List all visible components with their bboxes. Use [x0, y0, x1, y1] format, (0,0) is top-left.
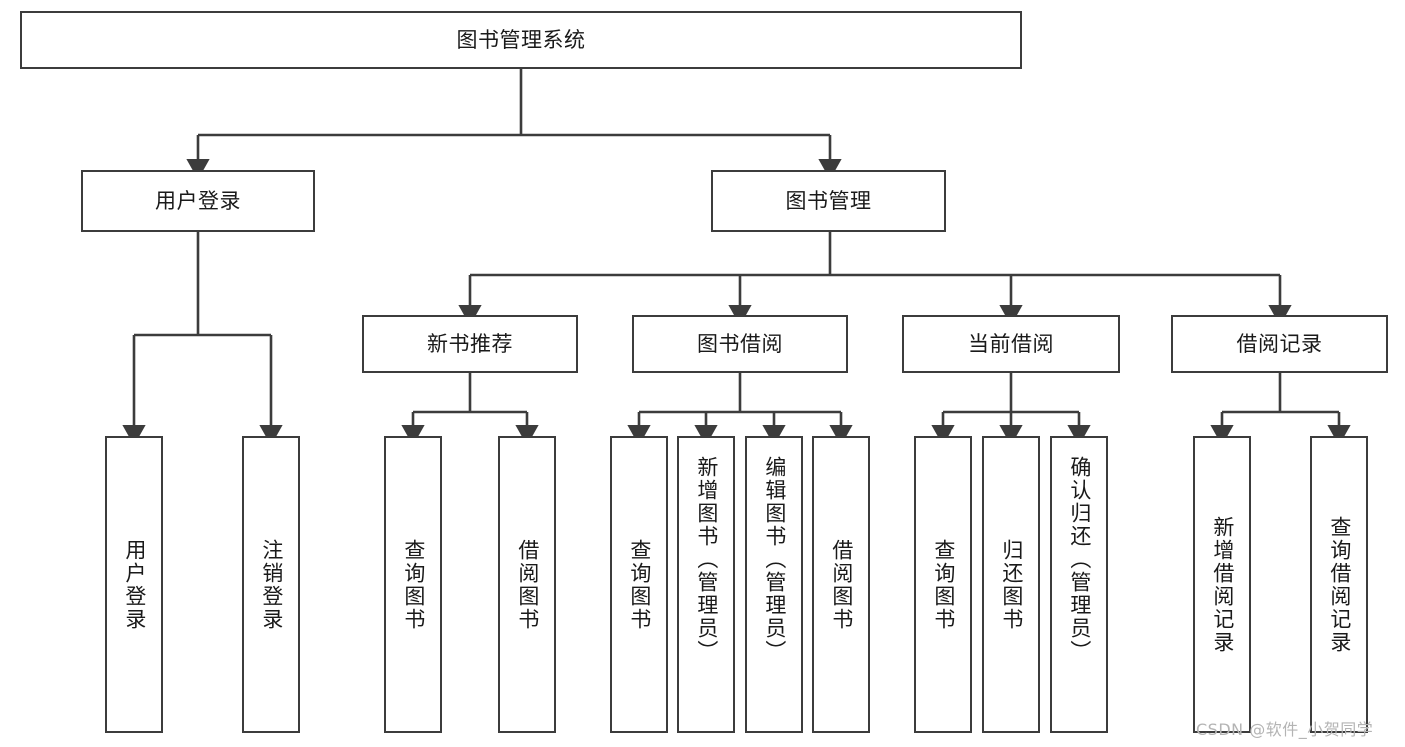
node-root-system[interactable]: 图书管理系统: [20, 11, 1022, 69]
node-label: 查询图书: [931, 538, 956, 631]
node-leaf-query-book-borrow[interactable]: 查询图书: [610, 436, 668, 733]
node-leaf-borrow-book[interactable]: 借阅图书: [812, 436, 870, 733]
node-label: 当前借阅: [968, 331, 1054, 356]
node-label: 归还图书: [999, 538, 1024, 631]
node-leaf-logout[interactable]: 注销登录: [242, 436, 300, 733]
watermark-text: CSDN @软件_小贺同学: [1196, 720, 1374, 739]
node-leaf-add-borrow-record[interactable]: 新增借阅记录: [1193, 436, 1251, 733]
node-label: 图书管理系统: [456, 27, 586, 52]
node-label: 图书管理: [785, 188, 872, 213]
node-label: 编辑图书（管理员）: [762, 456, 787, 663]
node-book-management[interactable]: 图书管理: [711, 170, 946, 232]
node-label: 用户登录: [122, 538, 147, 631]
node-label: 查询借阅记录: [1327, 515, 1352, 654]
node-label: 查询图书: [401, 538, 426, 631]
node-leaf-user-login[interactable]: 用户登录: [105, 436, 163, 733]
node-current-borrow[interactable]: 当前借阅: [902, 315, 1120, 373]
node-label: 新增借阅记录: [1210, 515, 1235, 654]
node-new-book-recommend[interactable]: 新书推荐: [362, 315, 578, 373]
node-leaf-query-book-current[interactable]: 查询图书: [914, 436, 972, 733]
node-leaf-confirm-return-admin[interactable]: 确认归还（管理员）: [1050, 436, 1108, 733]
node-leaf-edit-book-admin[interactable]: 编辑图书（管理员）: [745, 436, 803, 733]
node-label: 新书推荐: [427, 331, 513, 356]
node-leaf-query-book-recommend[interactable]: 查询图书: [384, 436, 442, 733]
node-label: 借阅记录: [1236, 331, 1323, 356]
node-label: 确认归还（管理员）: [1067, 456, 1092, 663]
node-label: 用户登录: [155, 188, 241, 213]
node-label: 借阅图书: [829, 538, 854, 631]
node-label: 注销登录: [259, 538, 284, 631]
node-book-borrow[interactable]: 图书借阅: [632, 315, 848, 373]
node-leaf-add-book-admin[interactable]: 新增图书（管理员）: [677, 436, 735, 733]
node-label: 图书借阅: [697, 331, 783, 356]
node-label: 借阅图书: [515, 538, 540, 631]
node-borrow-record[interactable]: 借阅记录: [1171, 315, 1388, 373]
node-label: 新增图书（管理员）: [694, 456, 719, 663]
node-leaf-query-borrow-record[interactable]: 查询借阅记录: [1310, 436, 1368, 733]
node-leaf-borrow-book-recommend[interactable]: 借阅图书: [498, 436, 556, 733]
node-label: 查询图书: [627, 538, 652, 631]
node-leaf-return-book[interactable]: 归还图书: [982, 436, 1040, 733]
node-user-login[interactable]: 用户登录: [81, 170, 315, 232]
